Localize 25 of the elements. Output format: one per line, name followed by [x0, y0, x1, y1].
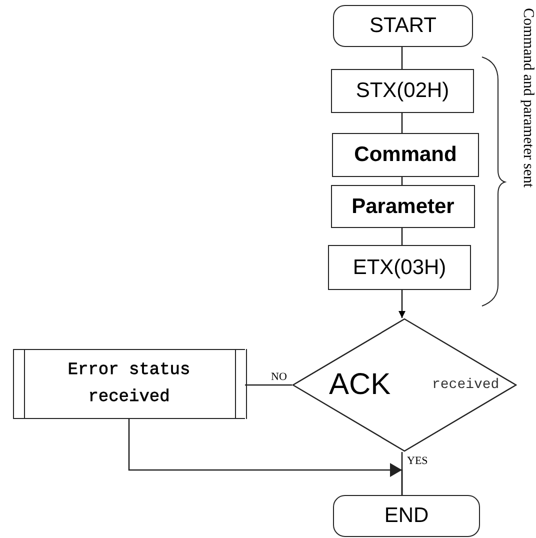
connector-line [401, 228, 403, 245]
subprocess-box [13, 349, 245, 419]
process-box [332, 133, 479, 177]
edge-label: YES [406, 456, 429, 467]
edge-label: NO [270, 372, 288, 383]
process-box [331, 185, 475, 228]
process-box [328, 245, 471, 290]
node-label: Command [354, 143, 457, 167]
node-label: ETX(03H) [352, 256, 446, 280]
node-label: Error status received [66, 360, 192, 409]
arrow [398, 290, 406, 318]
decision-label: ACK [329, 368, 391, 402]
side-note: Command and parameter sent [519, 8, 536, 188]
decision-note: received [432, 377, 500, 393]
connector-line [401, 47, 403, 69]
process-box [331, 69, 474, 113]
node-label: START [370, 14, 436, 38]
connector-line [245, 384, 292, 386]
terminal-box [333, 5, 473, 47]
terminal-box [333, 495, 480, 537]
node-label: END [384, 504, 429, 528]
node-label: STX(02H) [356, 79, 450, 103]
node-label: Parameter [352, 194, 454, 218]
connector-line [401, 113, 403, 133]
decision-diamond [292, 318, 517, 452]
